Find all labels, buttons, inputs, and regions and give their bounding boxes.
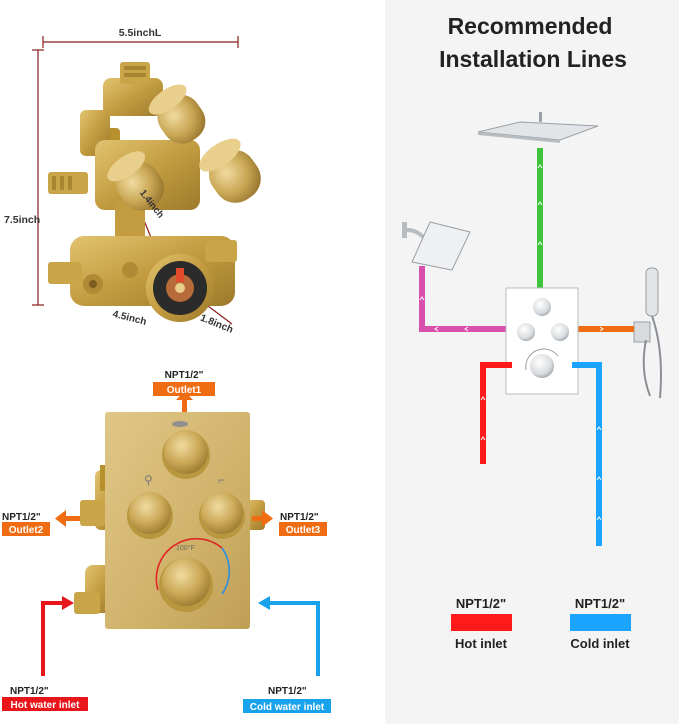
base-dimension-label: 4.5inch bbox=[111, 309, 147, 328]
shower-head-icon bbox=[172, 421, 188, 427]
outlet2-size: NPT1/2" bbox=[2, 512, 41, 523]
outlet1-badge bbox=[153, 382, 215, 396]
legend-cold-name: Cold inlet bbox=[570, 636, 630, 651]
hot-inlet-badge bbox=[2, 697, 88, 711]
hot-inlet-name: Hot water inlet bbox=[11, 700, 81, 711]
temperature-mark: 100°F bbox=[176, 544, 195, 552]
hot-inlet-line bbox=[480, 362, 512, 464]
cold-inlet-arrow bbox=[258, 596, 320, 676]
cold-inlet-size: NPT1/2" bbox=[268, 686, 307, 697]
hot-inlet-size: NPT1/2" bbox=[10, 686, 49, 697]
body-spray-icon: ⚲ bbox=[144, 473, 153, 487]
rough-in-valve bbox=[32, 36, 261, 325]
hot-inlet-arrow bbox=[41, 596, 74, 676]
outlet1-size: NPT1/2" bbox=[165, 370, 204, 381]
panel-title-line2: Installation Lines bbox=[439, 46, 627, 72]
panel-title-line1: Recommended bbox=[448, 13, 613, 39]
magenta-outlet-line bbox=[419, 266, 506, 332]
legend: NPT1/2" Hot inlet NPT1/2" Cold inlet bbox=[451, 596, 631, 651]
cold-inlet-badge bbox=[243, 699, 331, 713]
legend-hot-size: NPT1/2" bbox=[456, 596, 506, 611]
outlet2-badge bbox=[2, 522, 50, 536]
width-dimension-label: 5.5inchL bbox=[119, 27, 162, 39]
legend-hot-swatch bbox=[451, 614, 512, 631]
green-outlet-line bbox=[537, 148, 543, 288]
legend-hot-name: Hot inlet bbox=[455, 636, 508, 651]
wall-shower-head bbox=[402, 221, 471, 271]
valve-plate bbox=[505, 287, 579, 395]
hand-shower-icon: ⌐ bbox=[218, 473, 225, 487]
cold-inlet-name: Cold water inlet bbox=[250, 702, 325, 713]
trim-plate bbox=[105, 412, 250, 629]
hand-shower bbox=[633, 267, 662, 399]
valve-trim: ⚲ ⌐ 100°F bbox=[74, 412, 265, 629]
legend-cold-size: NPT1/2" bbox=[575, 596, 625, 611]
outlet3-name: Outlet3 bbox=[286, 525, 321, 536]
flow-markers bbox=[419, 164, 604, 521]
outlet3-size: NPT1/2" bbox=[280, 512, 319, 523]
orange-outlet-line bbox=[578, 326, 634, 332]
legend-cold-swatch bbox=[570, 614, 631, 631]
depth-dimension-label-b: 1.8inch bbox=[198, 313, 234, 336]
outlet1-name: Outlet1 bbox=[167, 385, 202, 396]
height-dimension-label: 7.5inch bbox=[4, 214, 40, 226]
outlet2-name: Outlet2 bbox=[9, 525, 44, 536]
outlet3-badge bbox=[279, 522, 327, 536]
cold-inlet-line bbox=[572, 362, 602, 546]
rain-shower-head bbox=[477, 112, 599, 143]
